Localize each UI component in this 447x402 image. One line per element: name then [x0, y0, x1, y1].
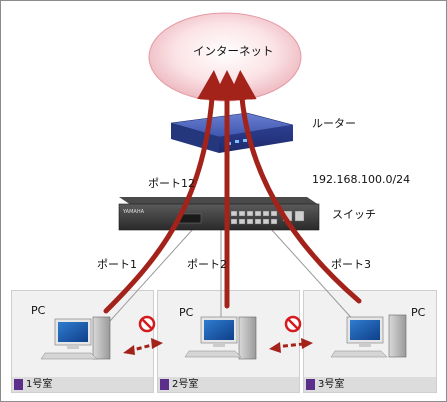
- room-3-tag: [306, 379, 315, 390]
- pc-3-icon: [330, 314, 407, 358]
- room-2-tag: [160, 379, 169, 390]
- room-3-name: 3号室: [318, 379, 345, 390]
- room-1-bar: 1号室: [12, 377, 153, 392]
- internet-label: インターネット: [193, 44, 274, 58]
- blocked-link-1-2: [123, 315, 163, 355]
- room-1-tag: [14, 379, 23, 390]
- router-icon: [170, 112, 294, 153]
- port3-label: ポート3: [331, 258, 371, 271]
- blocked-link-2-3: [269, 315, 313, 353]
- traffic-paths: [103, 70, 362, 314]
- pc-2-icon: [184, 316, 257, 360]
- pc-3-label: PC: [411, 306, 426, 319]
- svg-text:YAMAHA: YAMAHA: [122, 209, 145, 215]
- subnet-label: 192.168.100.0/24: [312, 173, 411, 186]
- cable-port3: [270, 228, 357, 324]
- path-pc1: [103, 70, 228, 314]
- path-arrowheads: [206, 75, 248, 89]
- prohibited-icon: [138, 315, 156, 333]
- port12-label: ポート12: [148, 177, 195, 190]
- pc-1-label: PC: [31, 304, 46, 317]
- room-1-name: 1号室: [26, 379, 53, 390]
- room-2-name: 2号室: [172, 379, 199, 390]
- room-1: 1号室: [11, 290, 154, 393]
- switch-label: スイッチ: [332, 208, 376, 221]
- pc-1-icon: [40, 316, 111, 360]
- room-2-bar: 2号室: [158, 377, 299, 392]
- cable-port1: [100, 228, 194, 332]
- room-3-bar: 3号室: [304, 377, 436, 392]
- port2-label: ポート2: [187, 258, 227, 271]
- pc-2-label: PC: [179, 306, 194, 319]
- port1-label: ポート1: [97, 258, 137, 271]
- router-label: ルーター: [312, 117, 356, 130]
- path-pc3: [226, 70, 362, 304]
- prohibited-icon: [284, 315, 302, 333]
